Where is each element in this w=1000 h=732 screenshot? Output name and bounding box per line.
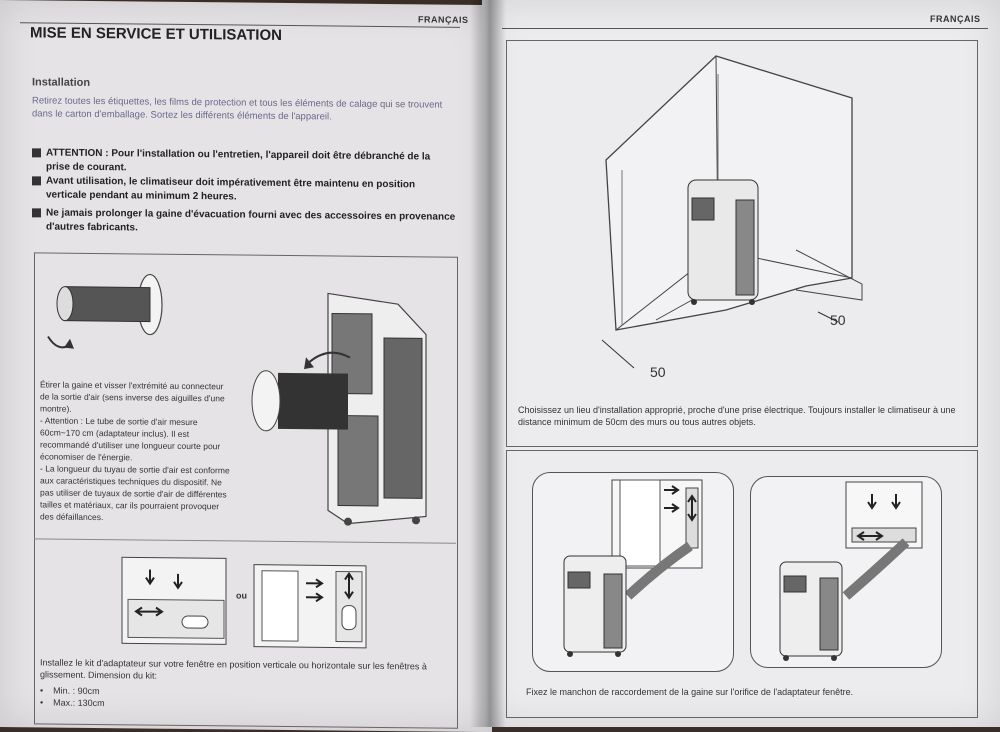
placement-caption: Choisissez un lieu d'installation approp… bbox=[518, 405, 956, 427]
warning-3: Ne jamais prolonger la gaine d'évacuatio… bbox=[32, 206, 456, 238]
language-label: FRANÇAIS bbox=[930, 14, 981, 24]
language-label: FRANÇAIS bbox=[418, 14, 469, 25]
subsection-title: Installation bbox=[32, 76, 91, 89]
dimension-label-b: 50 bbox=[830, 312, 846, 328]
or-label: ou bbox=[236, 590, 247, 601]
square-bullet-icon bbox=[32, 208, 41, 218]
window-fix-horizontal-illustration bbox=[779, 481, 923, 661]
bullet-icon: • bbox=[40, 697, 44, 708]
header-rule bbox=[502, 28, 988, 29]
fix-caption: Fixez le manchon de raccordement de la g… bbox=[526, 687, 854, 697]
room-placement-illustration bbox=[601, 55, 863, 369]
window-fix-frame bbox=[506, 450, 978, 718]
hose-connector-illustration bbox=[47, 273, 163, 349]
warning-1: ATTENTION : Pour l'installation ou l'ent… bbox=[32, 146, 456, 178]
square-bullet-icon bbox=[32, 176, 41, 186]
right-page: FRANÇAIS 50 50 Choisissez un lieu d'inst… bbox=[482, 0, 1000, 727]
warning-2: Avant utilisation, le climatiseur doit i… bbox=[32, 174, 456, 206]
air-conditioner-hose-illustration bbox=[251, 292, 427, 526]
dimension-label-a: 50 bbox=[650, 364, 666, 380]
window-kit-horizontal-illustration bbox=[253, 564, 367, 649]
intro-text: Retirez toutes les étiquettes, les films… bbox=[32, 95, 443, 123]
kit-dimensions: •Min. : 90cm •Max.: 130cm bbox=[40, 685, 105, 709]
bullet-icon: • bbox=[40, 685, 44, 696]
window-kit-vertical-illustration bbox=[121, 556, 227, 645]
square-bullet-icon bbox=[32, 148, 41, 158]
left-page: FRANÇAIS MISE EN SERVICE ET UTILISATION … bbox=[0, 0, 492, 732]
placement-frame bbox=[506, 40, 978, 447]
window-fix-vertical-illustration bbox=[563, 479, 703, 657]
section-title: MISE EN SERVICE ET UTILISATION bbox=[30, 24, 282, 44]
kit-caption: Installez le kit d'adaptateur sur votre … bbox=[40, 657, 427, 681]
step1-text: Étirer la gaine et visser l'extrémité au… bbox=[40, 379, 230, 523]
book-gutter bbox=[470, 0, 506, 727]
